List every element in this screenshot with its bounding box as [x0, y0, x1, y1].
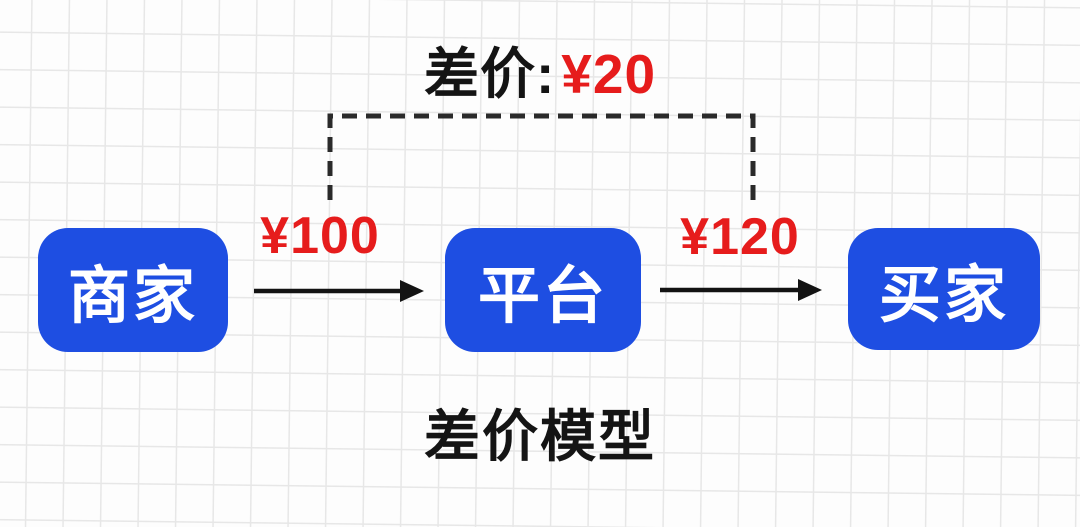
node-buyer-label: 买家 [878, 261, 1009, 330]
spread-bracket [327, 113, 756, 200]
flow-arrow-merchant-to-platform [254, 280, 424, 302]
flow-amount-merchant-to-platform: ¥100 [260, 207, 380, 265]
node-merchant: 商家 [38, 228, 228, 352]
node-platform-label: 平台 [477, 262, 608, 331]
spread-label-prefix: 差价: [423, 43, 556, 105]
spread-label: 差价:¥20 [424, 44, 656, 105]
node-platform: 平台 [445, 228, 641, 352]
node-merchant-label: 商家 [67, 262, 198, 331]
spread-label-value: ¥20 [561, 43, 657, 105]
diagram-title: 差价模型 [424, 405, 656, 468]
flow-arrow-platform-to-buyer [660, 279, 822, 301]
flow-amount-platform-to-buyer: ¥120 [680, 208, 800, 266]
node-buyer: 买家 [848, 228, 1040, 350]
